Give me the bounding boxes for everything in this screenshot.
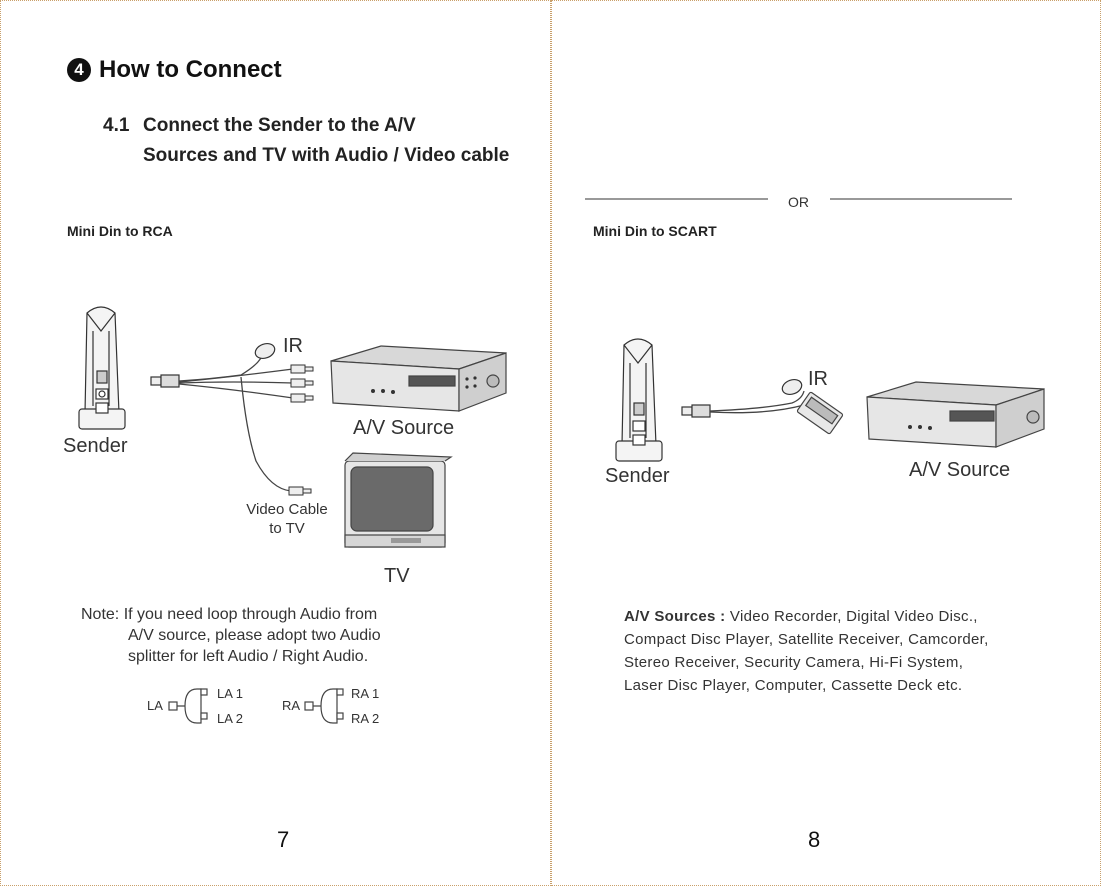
- splitter-left-input: LA: [147, 698, 163, 713]
- tv-label: TV: [384, 565, 410, 587]
- section-label-scart: Mini Din to SCART: [593, 223, 717, 239]
- av-source-label: A/V Source: [353, 417, 455, 439]
- ir-label: IR: [808, 368, 828, 390]
- sources-line-1: A/V Sources : Video Recorder, Digital Vi…: [624, 605, 978, 628]
- splitter-right-out2: RA 2: [351, 711, 380, 726]
- video-cable-label-line1: Video Cable: [246, 501, 328, 518]
- splitter-right-out1: RA 1: [351, 686, 380, 701]
- note-line-1: Note: If you need loop through Audio fro…: [81, 606, 378, 623]
- video-cable-label: Video Cable to TV: [231, 500, 343, 538]
- sender-device-illustration: [78, 306, 126, 430]
- left-page: 4 How to Connect 4.1 Connect the Sender …: [0, 0, 551, 886]
- or-divider: [585, 198, 1012, 200]
- av-source-device-illustration: [866, 381, 1045, 448]
- splitter-left-out1: LA 1: [217, 686, 244, 701]
- av-source-device-illustration: [330, 345, 507, 412]
- ir-label: IR: [283, 335, 303, 357]
- sources-label: A/V Sources :: [624, 608, 726, 625]
- sender-label: Sender: [63, 435, 128, 457]
- av-source-label: A/V Source: [909, 459, 1011, 481]
- sources-text-1: Video Recorder, Digital Video Disc.,: [729, 608, 978, 625]
- sources-line-2: Compact Disc Player, Satellite Receiver,…: [624, 631, 989, 648]
- right-page: OR Mini Din to SCART: [551, 0, 1101, 886]
- scart-connection-diagram: [615, 338, 1045, 462]
- step-line-1: Connect the Sender to the A/V: [143, 115, 416, 136]
- note-line-2: A/V source, please adopt two Audio: [128, 627, 381, 644]
- splitter-right-input: RA: [282, 698, 301, 713]
- heading-title: How to Connect: [99, 56, 282, 83]
- or-label: OR: [788, 194, 809, 210]
- note-line-3: splitter for left Audio / Right Audio.: [128, 648, 369, 665]
- step-number: 4.1: [103, 115, 130, 136]
- page-number-left: 7: [277, 827, 290, 852]
- sender-label: Sender: [605, 465, 670, 487]
- section-heading: 4 How to Connect: [67, 56, 282, 84]
- section-label-rca: Mini Din to RCA: [67, 223, 173, 239]
- sources-line-3: Stereo Receiver, Security Camera, Hi-Fi …: [624, 654, 964, 671]
- splitter-left-out2: LA 2: [217, 711, 244, 726]
- tv-illustration: [344, 452, 453, 548]
- page-number-right: 8: [808, 827, 821, 852]
- rca-connection-diagram: [78, 306, 507, 548]
- video-cable-label-line2: to TV: [269, 520, 305, 537]
- step-line-2: Sources and TV with Audio / Video cable: [143, 145, 510, 166]
- audio-splitter-diagram: [168, 688, 344, 724]
- heading-number-badge: 4: [67, 58, 91, 82]
- sender-device-illustration: [615, 338, 663, 462]
- sources-line-4: Laser Disc Player, Computer, Cassette De…: [624, 677, 963, 694]
